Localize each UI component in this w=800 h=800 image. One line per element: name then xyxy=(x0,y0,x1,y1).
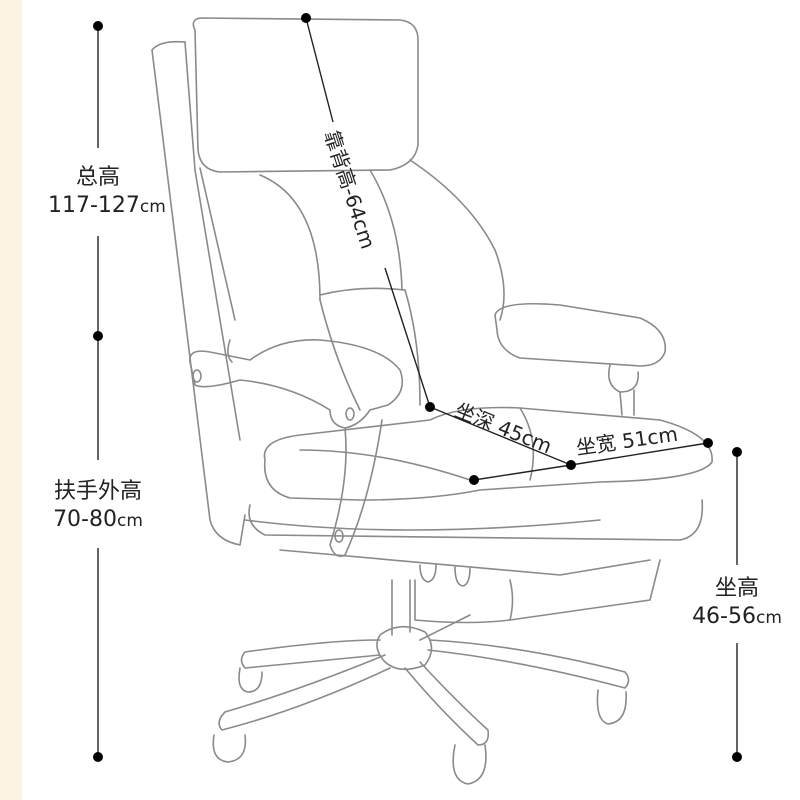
armrest-height-value: 70-80 xyxy=(53,507,117,532)
total-height-value: 117-127 xyxy=(48,193,140,218)
seat-height-name: 坐高 xyxy=(714,576,759,601)
seat-height-label: 坐高 46-56cm xyxy=(682,575,792,632)
armrest-height-label: 扶手外高 70-80cm xyxy=(38,478,158,535)
armrest-height-unit: cm xyxy=(117,511,143,531)
total-height-unit: cm xyxy=(139,197,166,217)
armrest-height-name: 扶手外高 xyxy=(53,479,142,504)
left-decor-strip xyxy=(0,0,22,800)
total-height-label: 总高 117-127cm xyxy=(48,164,166,221)
seat-height-value: 46-56 xyxy=(692,604,756,629)
seat-height-unit: cm xyxy=(756,608,782,628)
total-height-name: 总高 xyxy=(75,165,120,190)
